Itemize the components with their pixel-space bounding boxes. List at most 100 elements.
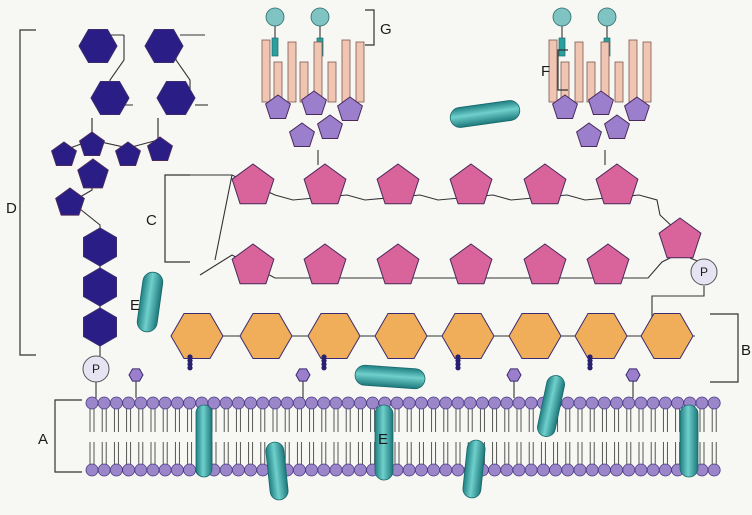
phospholipid-head-icon [110, 397, 122, 409]
phospholipid-head-icon [415, 464, 427, 476]
phospholipid-head-icon [98, 397, 110, 409]
peptide-strand-icon [615, 62, 623, 102]
glycolipid-sugar-icon [507, 369, 521, 381]
phosphate-right: P [691, 259, 717, 285]
phospholipid-head-icon [159, 397, 171, 409]
orange-sugar-icon [240, 314, 292, 359]
bracket-a [55, 400, 82, 472]
integral-protein-icon [196, 405, 212, 477]
phospholipid-head-icon [525, 397, 537, 409]
phospholipid-head-icon [147, 397, 159, 409]
pink-pentagon-icon [304, 244, 346, 284]
label-a: A [38, 431, 48, 448]
phospholipid-head-icon [611, 397, 623, 409]
protein-body-icon [354, 365, 425, 390]
purple-pentagon-icon [290, 123, 315, 147]
phospholipid-head-icon [525, 464, 537, 476]
phospholipid-head-icon [257, 464, 269, 476]
dark-sugar-icon [84, 308, 117, 346]
phospholipid-head-icon [415, 397, 427, 409]
lipid-ball-icon [266, 8, 284, 26]
phospholipid-head-icon [391, 397, 403, 409]
phospholipid-head-icon [306, 464, 318, 476]
label-f: F [541, 63, 550, 80]
pink-pentagon-icon [304, 164, 346, 204]
orange-polysaccharide-chain [171, 314, 695, 371]
phospholipid-head-icon [562, 397, 574, 409]
phosphate-chain-bead [321, 365, 326, 370]
phospholipid-head-icon [245, 464, 257, 476]
phospholipid-head-icon [330, 464, 342, 476]
glycolipid-sugar-icon [626, 369, 640, 381]
phospholipid-head-icon [501, 397, 513, 409]
peptide-strand-icon [328, 62, 336, 102]
phospholipid-head-icon [501, 464, 513, 476]
bracket-g [365, 10, 374, 45]
phospholipid-head-icon [598, 397, 610, 409]
phospholipid-head-icon [171, 397, 183, 409]
phospholipid-head-icon [647, 464, 659, 476]
phospholipid-head-icon [598, 464, 610, 476]
phospholipid-head-icon [696, 397, 708, 409]
phospholipid-head-icon [708, 464, 720, 476]
phospholipid-head-icon [513, 397, 525, 409]
pink-pentagon-icon [524, 164, 566, 204]
pink-pentagon-icon [232, 244, 274, 284]
dark-pentagon-icon [148, 137, 173, 161]
phospholipid-head-icon [574, 464, 586, 476]
dark-pentagon-icon [80, 132, 105, 156]
phospholipid-head-icon [98, 464, 110, 476]
phospholipid-head-icon [86, 397, 98, 409]
phospholipid-head-icon [318, 397, 330, 409]
phospholipid-head-icon [367, 397, 379, 409]
phosphate-chain-bead [455, 365, 460, 370]
phospholipid-head-icon [659, 464, 671, 476]
bracket-b [710, 314, 738, 382]
phospholipid-head-icon [184, 464, 196, 476]
purple-pentagon-icon [577, 123, 602, 147]
phospholipid-head-icon [550, 464, 562, 476]
peptide-strand-icon [288, 42, 296, 102]
peptide-strand-icon [643, 42, 651, 102]
phospholipid-head-icon [318, 464, 330, 476]
glycolipid-sugar-icon [296, 369, 310, 381]
phospholipid-head-icon [293, 397, 305, 409]
pink-pentagon-icon [377, 164, 419, 204]
phospholipid-head-icon [428, 464, 440, 476]
lipid-ball-icon [598, 8, 616, 26]
phospholipid-head-icon [147, 464, 159, 476]
dark-sugar-icon [145, 30, 183, 63]
pink-pentagon-icon [587, 244, 629, 284]
phospholipid-head-icon [586, 464, 598, 476]
phospholipid-head-icon [635, 397, 647, 409]
phospholipid-head-icon [672, 397, 684, 409]
dark-sugar-icon [84, 228, 117, 266]
phospholipid-head-icon [110, 464, 122, 476]
glycolipid-sugar-icon [129, 369, 143, 381]
label-d: D [6, 200, 17, 217]
peripheral-protein-icon [462, 439, 486, 499]
phospholipid-head-icon [330, 397, 342, 409]
pink-side-link [215, 175, 232, 260]
dark-pentagon-icon [56, 188, 85, 215]
pink-pentagon-icon [659, 218, 701, 258]
protein-body-icon [449, 99, 521, 129]
dark-sugar-icon [157, 82, 195, 115]
phospholipid-head-icon [428, 397, 440, 409]
phospholipid-head-icon [354, 397, 366, 409]
orange-sugar-icon [442, 314, 494, 359]
phospholipid-head-icon [623, 464, 635, 476]
orange-sugar-icon [375, 314, 427, 359]
phospholipid-head-icon [184, 397, 196, 409]
phospholipid-head-icon [342, 397, 354, 409]
phospholipid-head-icon [293, 464, 305, 476]
pink-polysaccharide-chain [190, 164, 704, 318]
phospholipid-head-icon [257, 397, 269, 409]
phospholipid-head-icon [232, 397, 244, 409]
lipid-anchor-icon [272, 38, 278, 56]
lipid-ball-icon [311, 8, 329, 26]
phospholipid-head-icon [232, 464, 244, 476]
phospholipid-head-icon [306, 397, 318, 409]
phospholipid-head-icon [86, 464, 98, 476]
